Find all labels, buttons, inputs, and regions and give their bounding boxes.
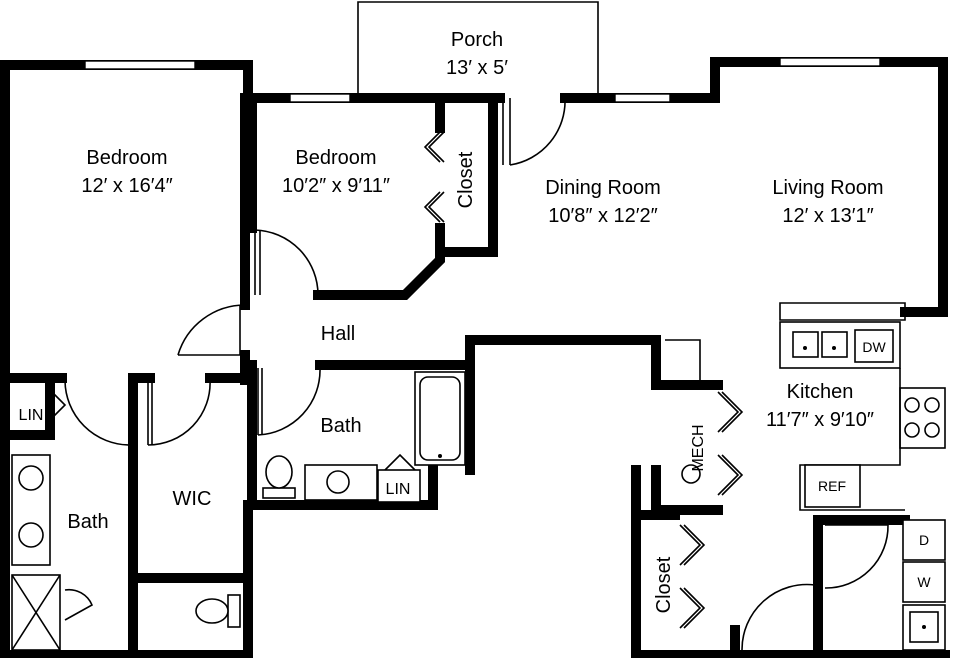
kitchen-size: 11′7″ x 9′10″: [766, 409, 874, 431]
fixtures: [11, 302, 946, 651]
bath-hall-label: Bath: [320, 415, 361, 437]
lin-left-label: LIN: [19, 407, 44, 424]
bifold-doors: [49, 131, 744, 629]
refrigerator-label: REF: [818, 478, 846, 494]
dishwasher-label: DW: [862, 339, 886, 355]
dining-room-name: Dining Room: [545, 177, 661, 199]
mech-label: MECH: [690, 424, 707, 471]
closet-lower-label: Closet: [653, 556, 675, 613]
hall-label: Hall: [321, 323, 355, 345]
kitchen-name: Kitchen: [787, 381, 854, 403]
porch-name: Porch: [451, 29, 503, 51]
dining-room-size: 10′8″ x 12′2″: [548, 205, 658, 227]
bedroom-2-name: Bedroom: [295, 147, 376, 169]
living-room-name: Living Room: [772, 177, 883, 199]
lin-bath-label: LIN: [386, 481, 411, 498]
dryer-label: D: [919, 532, 929, 548]
bath-master-label: Bath: [67, 511, 108, 533]
wic-label: WIC: [173, 488, 212, 510]
porch-outline: [357, 1, 599, 95]
bedroom-2-size: 10′2″ x 9′11″: [282, 175, 390, 197]
windows: [84, 57, 881, 103]
closet-bedroom-label: Closet: [455, 151, 477, 208]
doors: [64, 97, 889, 651]
bedroom-1-size: 12′ x 16′4″: [81, 175, 172, 197]
washer-label: W: [917, 574, 931, 590]
interior-walls: [0, 93, 948, 658]
porch-size: 13′ x 5′: [446, 57, 508, 79]
bedroom-1-name: Bedroom: [86, 147, 167, 169]
living-room-size: 12′ x 13′1″: [782, 205, 873, 227]
